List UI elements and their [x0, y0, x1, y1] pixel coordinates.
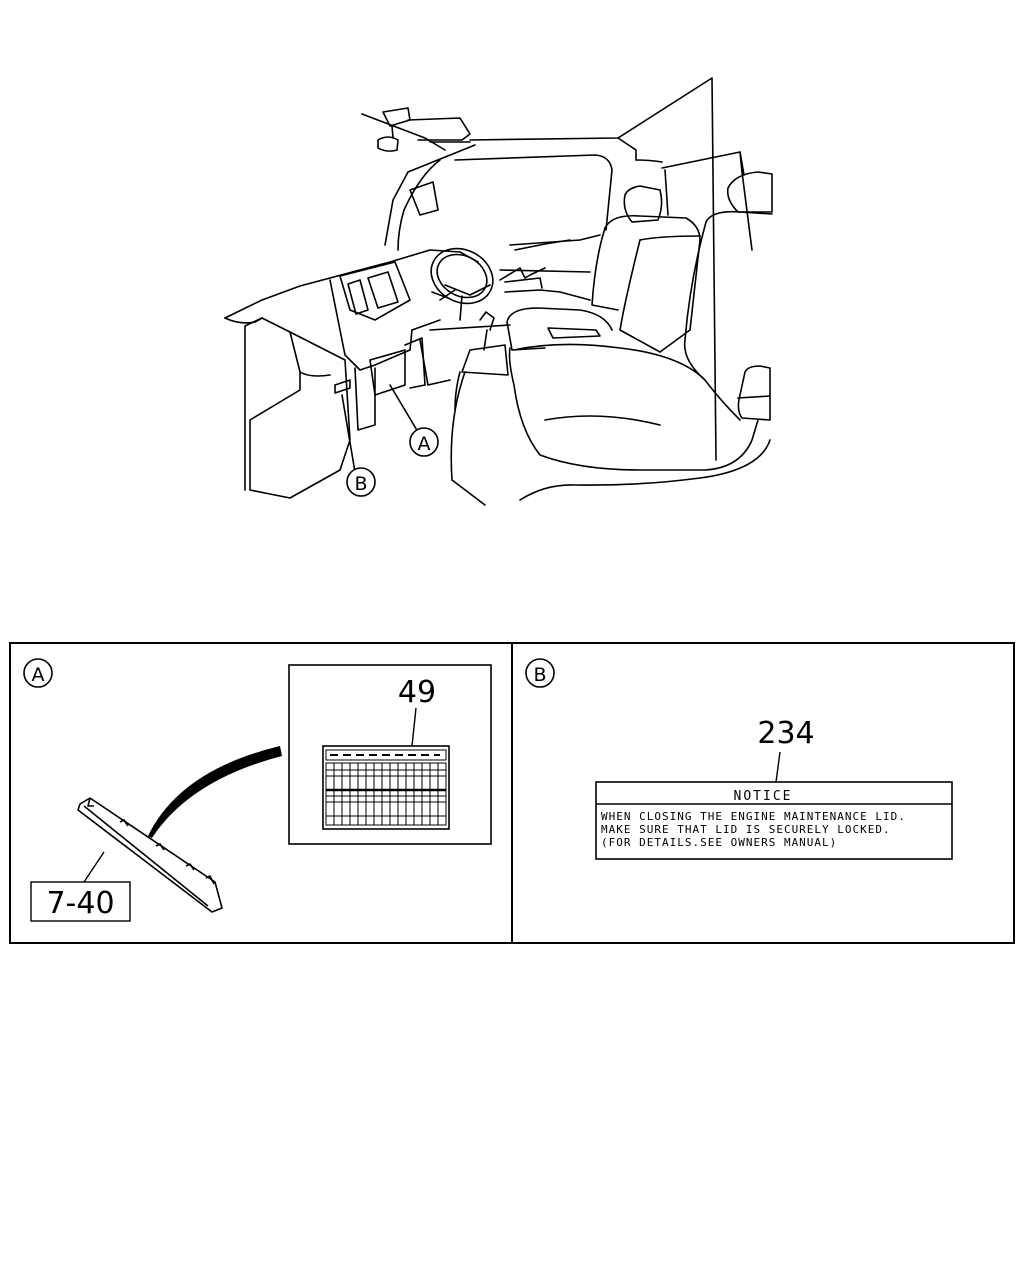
detail-panel-b: B 234 NOTICE WHEN CLOSING THE ENGINE MAI…: [525, 658, 953, 860]
center-vent-right: [367, 271, 399, 309]
svg-text:B: B: [533, 664, 546, 686]
notice-line-2: MAKE SURE THAT LID IS SECURELY LOCKED.: [601, 823, 891, 836]
svg-text:B: B: [354, 473, 367, 495]
fuse-label-inset: 49: [288, 664, 492, 845]
passenger-seat: [519, 171, 773, 501]
driver-seat: [506, 185, 759, 471]
notice-label: NOTICE WHEN CLOSING THE ENGINE MAINTENAN…: [595, 781, 953, 860]
callout-a: A: [409, 427, 439, 457]
notice-line-3: (FOR DETAILS.SEE OWNERS MANUAL): [601, 836, 837, 849]
fuse-label-graphic: [322, 745, 450, 830]
panel-b-marker: B: [525, 658, 555, 688]
notice-line-1: WHEN CLOSING THE ENGINE MAINTENANCE LID.: [601, 810, 906, 823]
leader-line-a: [389, 384, 419, 433]
fuse-box-lid-part: [77, 797, 223, 913]
center-vent-left: [347, 279, 369, 315]
callout-b: B: [346, 467, 376, 497]
notice-label-location: [334, 379, 351, 394]
seat-armrest: [737, 365, 771, 421]
fuse-box-lid: [369, 349, 406, 396]
steering-wheel: [430, 247, 494, 321]
leader-line-b: [341, 394, 356, 473]
part-reference-text: 7-40: [46, 886, 114, 921]
svg-text:A: A: [418, 433, 431, 455]
cab-interior-illustration: [224, 77, 773, 506]
rearview-mirror: [361, 107, 471, 152]
panel-a-marker: A: [23, 658, 53, 688]
grab-handle: [409, 181, 439, 216]
notice-heading: NOTICE: [734, 789, 793, 804]
svg-text:A: A: [32, 664, 45, 686]
label-location-arrow: [148, 746, 282, 838]
fuse-label-number: 49: [398, 675, 436, 710]
shift-boot: [461, 344, 509, 376]
part-reference-box: 7-40: [30, 851, 131, 922]
detail-panels: [9, 642, 1015, 944]
detail-panel-a: A 7-40 49: [23, 658, 492, 922]
notice-label-number: 234: [757, 716, 814, 751]
gear-knob: [479, 311, 495, 331]
